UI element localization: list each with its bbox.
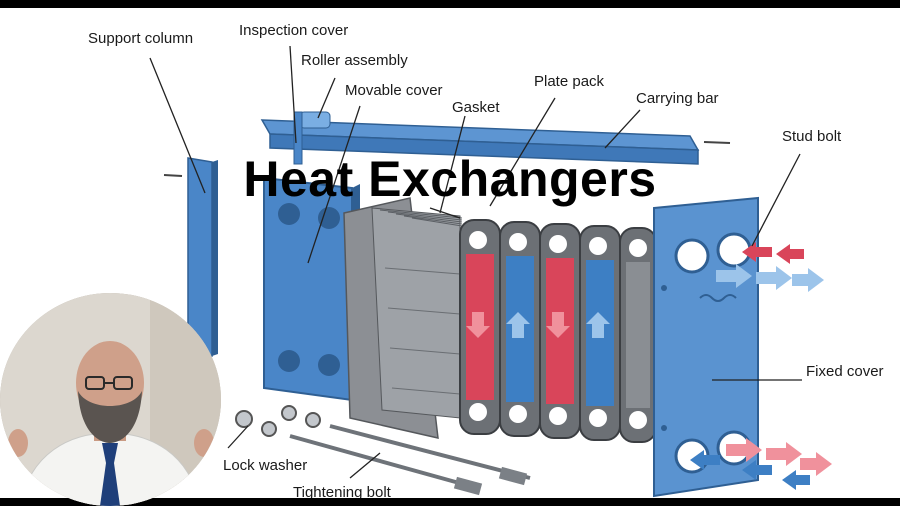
column-bolt-icon: [163, 174, 183, 177]
label-tightening-bolt: Tightening bolt: [293, 484, 391, 498]
carrying-bar-bolt-icon: [703, 141, 731, 144]
leader-lines: [149, 45, 802, 479]
cold-out-arrow-icon: [792, 268, 824, 292]
support-column: [163, 157, 218, 357]
heat-plates: [459, 219, 657, 443]
lock-washers: [235, 405, 321, 437]
hot-in-arrow-icon: [742, 242, 772, 262]
label-lock-washer: Lock washer: [223, 457, 308, 474]
label-stud-bolt: Stud bolt: [782, 128, 842, 145]
hot-down-arrow-icon: [546, 312, 570, 338]
cold-in-arrow-icon: [782, 470, 810, 490]
label-roller-assembly: Roller assembly: [301, 52, 408, 69]
plate-heat-exchanger-diagram: [149, 45, 832, 498]
label-inspection-cover: Inspection cover: [239, 22, 349, 39]
label-carrying-bar: Carrying bar: [636, 90, 719, 107]
hot-out-arrow-icon: [766, 442, 802, 466]
cold-in-arrow-icon: [742, 460, 772, 480]
label-support-column: Support column: [88, 30, 194, 47]
port-flow-arrows: [690, 242, 832, 490]
tightening-bolts: [289, 424, 531, 496]
cold-in-arrow-icon: [690, 450, 720, 470]
cold-up-arrow-icon: [586, 312, 610, 338]
label-plate-pack: Plate pack: [534, 73, 605, 90]
cold-out-arrow-icon: [716, 264, 752, 288]
hot-out-arrow-icon: [800, 452, 832, 476]
label-fixed-cover: Fixed cover: [806, 363, 884, 380]
wave-symbol-icon: [699, 294, 737, 302]
carrying-bar: [260, 119, 731, 165]
hot-in-arrow-icon: [776, 244, 804, 264]
cold-out-arrow-icon: [756, 266, 792, 290]
hot-down-arrow-icon: [466, 312, 490, 338]
presenter-avatar: [0, 293, 221, 506]
label-gasket: Gasket: [452, 99, 500, 116]
cold-up-arrow-icon: [506, 312, 530, 338]
label-movable-cover: Movable cover: [345, 82, 443, 99]
presenter-webcam: [0, 293, 221, 506]
video-title: Heat Exchangers: [243, 151, 657, 207]
hot-out-arrow-icon: [726, 438, 762, 462]
plate-pack: [371, 207, 463, 419]
roller-assembly: [293, 111, 331, 165]
